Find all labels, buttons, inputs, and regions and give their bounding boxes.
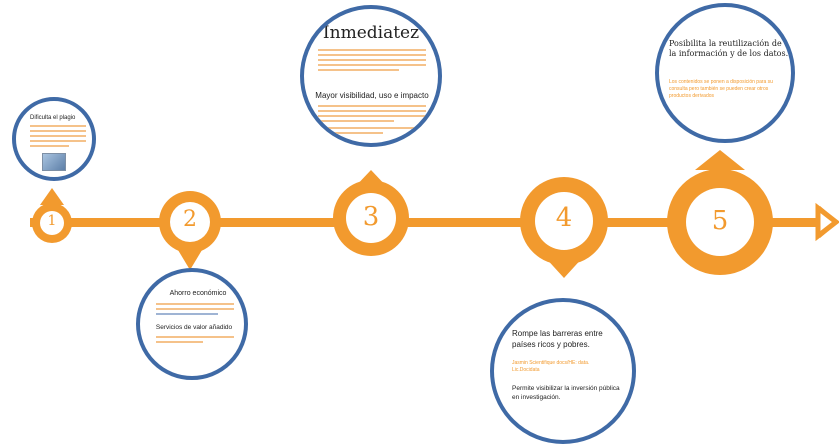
step-4-subtitle: Permite visibilizar la inversión pública… <box>512 385 620 401</box>
step-number-5: 5 <box>711 206 729 236</box>
node-5-marker <box>667 150 773 275</box>
step-5-note: Los contenidos se ponen a disposición pa… <box>669 79 773 99</box>
timeline-line <box>30 218 820 227</box>
step-number-2: 2 <box>183 207 197 232</box>
step-4-note: Jasmin Scientifique docs/HE: data. Lic.D… <box>512 360 590 373</box>
step-4-title: Rompe las barreras entre países ricos y … <box>512 329 603 349</box>
step-3-sub-lines <box>318 105 426 134</box>
step-number-1: 1 <box>47 213 57 229</box>
step-1-title: Dificulta el plagio <box>30 115 76 121</box>
step-2-subtitle: Servicios de valor añadido <box>155 324 233 331</box>
step-3-subtitle: Mayor visibilidad, uso e impacto <box>315 91 429 100</box>
step-1-bubble[interactable]: Dificulta el plagio <box>12 97 96 181</box>
step-2-bubble[interactable]: Ahorro económico Servicios de valor añad… <box>136 268 248 380</box>
step-2-title: Ahorro económico <box>169 290 227 297</box>
step-5-title: Posibilita la reutilización de la inform… <box>669 39 789 58</box>
step-3-bubble[interactable]: Inmediatez Mayor visibilidad, uso e impa… <box>300 5 442 147</box>
step-number-4: 4 <box>555 203 573 233</box>
step-3-body-lines <box>318 49 426 71</box>
step-number-3: 3 <box>362 202 380 232</box>
step-4-bubble[interactable]: Rompe las barreras entre países ricos y … <box>490 298 636 444</box>
step-1-image <box>42 153 66 171</box>
step-2-sub-lines <box>156 336 234 343</box>
step-5-bubble[interactable]: Posibilita la reutilización de la inform… <box>655 3 795 143</box>
step-1-body-lines <box>30 125 86 147</box>
node-3-marker <box>333 170 409 256</box>
node-4-marker <box>520 177 608 278</box>
step-3-title: Inmediatez <box>322 23 420 43</box>
node-1-marker <box>32 188 72 243</box>
node-2-marker <box>159 191 221 270</box>
step-2-body-lines <box>156 303 234 315</box>
